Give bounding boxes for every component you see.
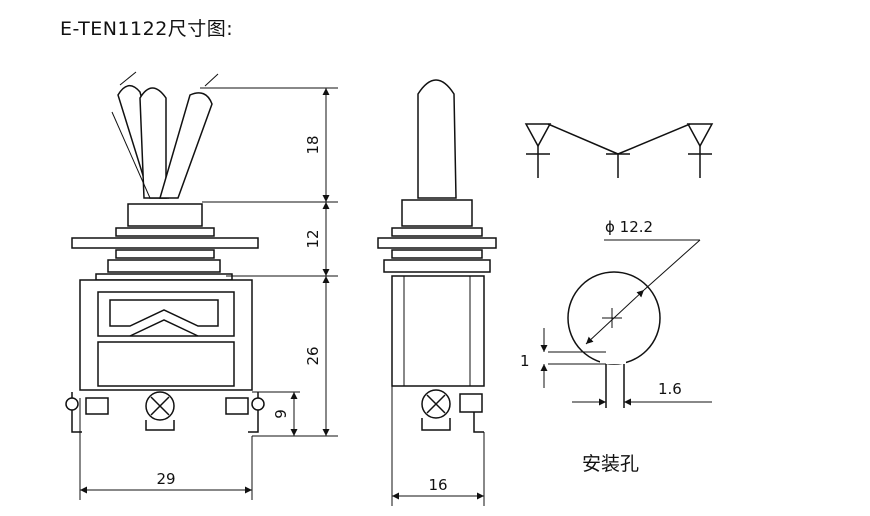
dim-key-width: 1.6 — [658, 380, 682, 398]
switch-symbol — [524, 123, 714, 178]
dim-terminal-height: 9 — [272, 409, 290, 419]
front-lever — [111, 71, 219, 199]
side-lever — [417, 79, 457, 199]
front-body — [79, 279, 253, 391]
dim-hole-diameter: ϕ 12.2 — [605, 218, 653, 236]
dim-body-height: 26 — [304, 346, 322, 365]
front-bushing — [71, 203, 259, 281]
dim-front-width: 29 — [156, 470, 175, 488]
front-view: 18 12 26 9 29 — [65, 71, 338, 500]
dim-lever-height: 18 — [304, 135, 322, 154]
side-body — [391, 275, 485, 387]
front-terminals — [65, 391, 265, 433]
mounting-hole-caption: 安装孔 — [582, 453, 639, 475]
diagram-title: E-TEN1122尺寸图: — [60, 18, 234, 40]
dim-side-width: 16 — [428, 476, 447, 494]
dim-key-height: 1 — [520, 352, 530, 370]
mounting-hole: ϕ 12.2 1 1.6 安装孔 — [520, 218, 712, 475]
side-view: 16 — [377, 79, 497, 506]
side-bushing — [401, 199, 473, 227]
dim-bushing-height: 12 — [304, 229, 322, 248]
